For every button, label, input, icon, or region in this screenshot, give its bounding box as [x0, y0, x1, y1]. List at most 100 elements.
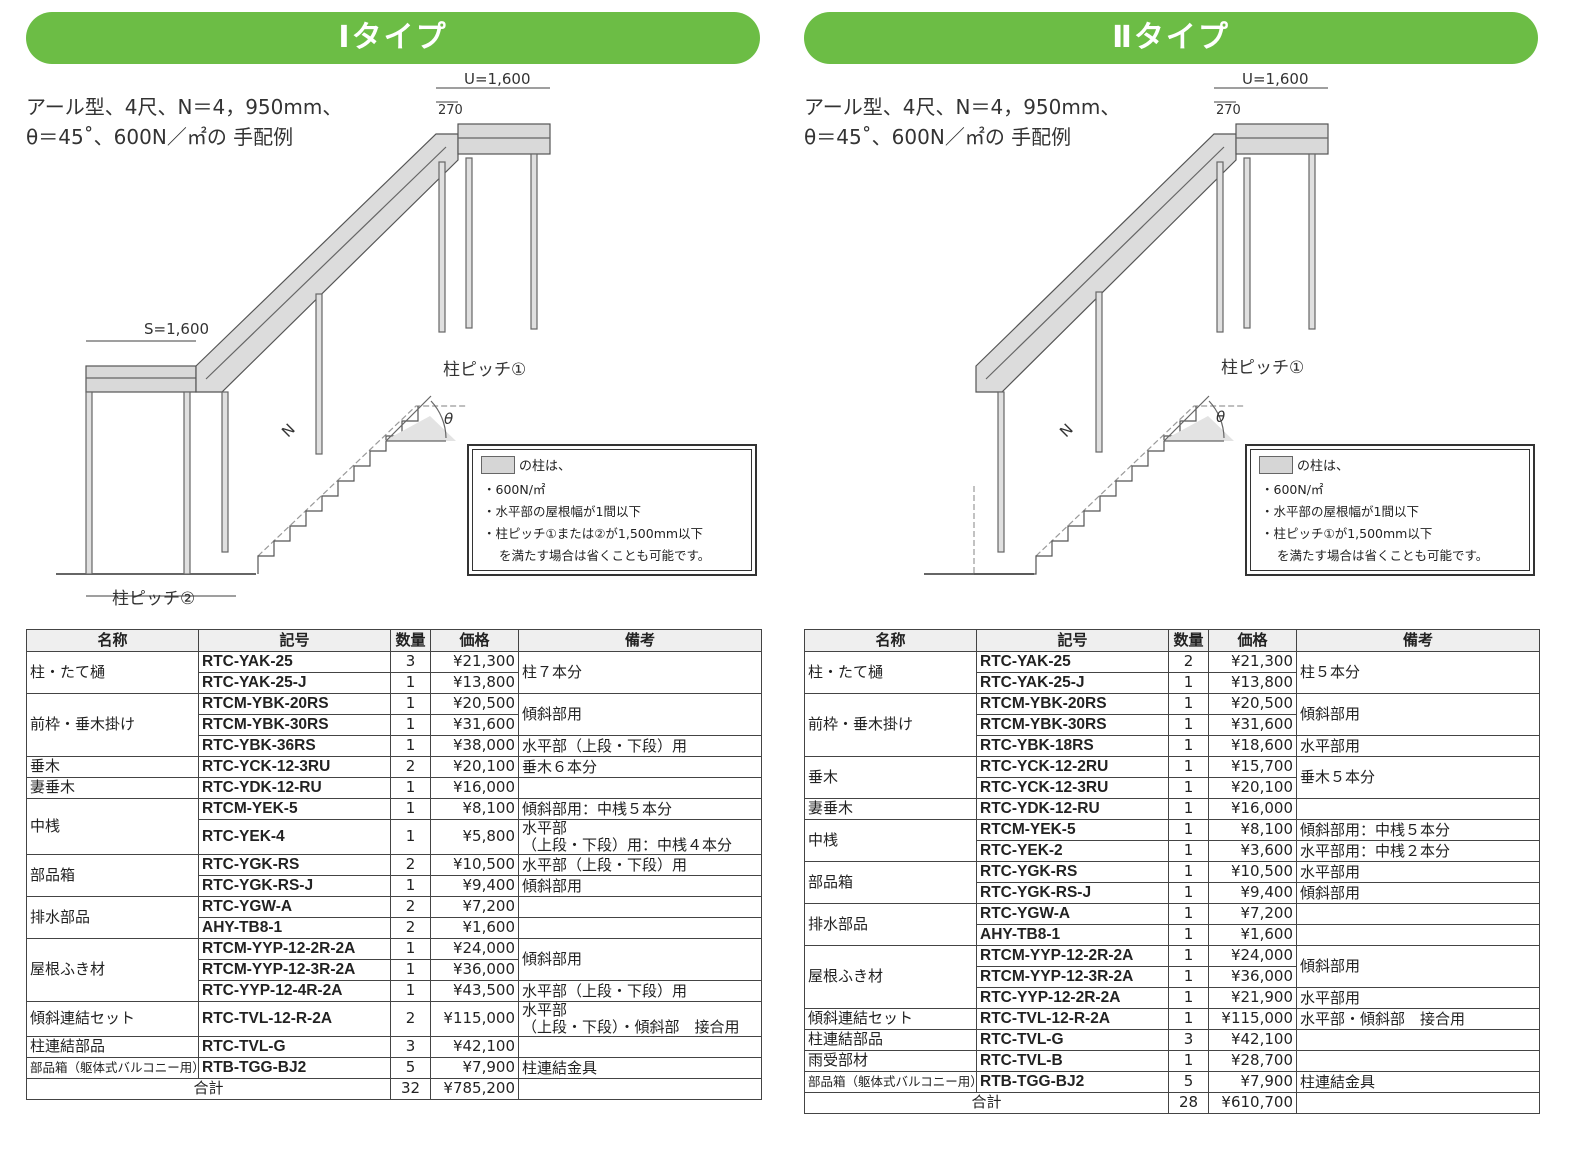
item-remark: 水平部・傾斜部 接合用 — [1296, 1008, 1540, 1030]
item-price: ¥15,700 — [1208, 756, 1297, 778]
item-qty: 3 — [1168, 1029, 1209, 1051]
dim-270-label: 270 — [438, 103, 463, 118]
item-price: ¥9,400 — [430, 875, 519, 897]
item-qty: 1 — [390, 777, 431, 799]
item-qty: 1 — [1168, 903, 1209, 925]
type-2-banner: Ⅱタイプ — [804, 12, 1538, 64]
col-header: 数量 — [390, 629, 431, 652]
item-remark: 水平部（上段・下段）用 — [518, 735, 762, 757]
item-remark: 傾斜部用：中桟５本分 — [518, 798, 762, 820]
item-code: RTC-YDK-12-RU — [198, 777, 391, 799]
caption-line-1: アール型、4尺、N＝4，950mm、 — [804, 95, 1121, 119]
item-qty: 1 — [390, 938, 431, 960]
item-remark: 傾斜部用 — [1296, 882, 1540, 904]
item-code: RTC-YGW-A — [976, 903, 1169, 925]
item-code: RTC-YYP-12-4R-2A — [198, 980, 391, 1002]
column-note-box: の柱は、 ・600N/㎡ ・水平部の屋根幅が1間以下 ・柱ピッチ①または②が1,… — [467, 444, 757, 576]
item-price: ¥7,900 — [1208, 1071, 1297, 1093]
item-price: ¥42,100 — [430, 1036, 519, 1058]
dim-s-label: S=1,600 — [144, 320, 209, 338]
item-price: ¥8,100 — [1208, 819, 1297, 841]
item-code: RTC-YAK-25 — [198, 651, 391, 673]
item-qty: 1 — [1168, 882, 1209, 904]
item-name: 中桟 — [26, 798, 199, 855]
item-name: 柱・たて樋 — [804, 651, 977, 694]
item-remark: 傾斜部用：中桟５本分 — [1296, 819, 1540, 841]
item-code: RTC-YCK-12-3RU — [976, 777, 1169, 799]
item-code: RTC-YDK-12-RU — [976, 798, 1169, 820]
item-code: RTC-YGK-RS-J — [198, 875, 391, 897]
item-price: ¥7,200 — [1208, 903, 1297, 925]
item-qty: 1 — [390, 693, 431, 715]
type-1-panel: Ⅰタイプ アール型、4尺、N＝4，950mm、 θ＝45˚、600N／㎡の 手配… — [26, 0, 766, 1156]
caption-line-1: アール型、4尺、N＝4，950mm、 — [26, 95, 343, 119]
item-code: RTC-YEK-2 — [976, 840, 1169, 862]
note-line: を満たす場合は省くことも可能です。 — [499, 548, 711, 563]
item-name: 柱連結部品 — [26, 1036, 199, 1058]
item-code: RTC-YBK-18RS — [976, 735, 1169, 757]
item-price: ¥38,000 — [430, 735, 519, 757]
item-remark: 傾斜部用 — [1296, 945, 1540, 988]
item-remark — [1296, 1050, 1540, 1072]
item-qty: 1 — [1168, 1050, 1209, 1072]
item-remark: 垂木５本分 — [1296, 756, 1540, 799]
item-code: RTC-TVL-G — [976, 1029, 1169, 1051]
col-header: 備考 — [1296, 629, 1540, 652]
item-remark: 柱７本分 — [518, 651, 762, 694]
item-remark — [1296, 924, 1540, 946]
item-qty: 1 — [1168, 840, 1209, 862]
item-code: RTC-YGK-RS-J — [976, 882, 1169, 904]
item-code: RTC-YGK-RS — [976, 861, 1169, 883]
total-qty: 28 — [1168, 1092, 1209, 1114]
item-code: RTC-YBK-36RS — [198, 735, 391, 757]
item-qty: 1 — [1168, 945, 1209, 967]
col-header: 価格 — [430, 629, 519, 652]
item-name: 屋根ふき材 — [26, 938, 199, 1002]
item-qty: 1 — [1168, 777, 1209, 799]
item-code: RTCM-YEK-5 — [976, 819, 1169, 841]
item-name: 排水部品 — [804, 903, 977, 946]
item-remark — [518, 1036, 762, 1058]
col-header: 記号 — [976, 629, 1169, 652]
item-qty: 3 — [390, 1036, 431, 1058]
item-remark — [518, 777, 762, 799]
item-qty: 1 — [390, 959, 431, 981]
item-remark: 柱連結金具 — [1296, 1071, 1540, 1093]
theta-label: θ — [444, 410, 453, 428]
item-code: RTC-YAK-25-J — [976, 672, 1169, 694]
item-qty: 1 — [1168, 861, 1209, 883]
item-remark: 水平部用：中桟２本分 — [1296, 840, 1540, 862]
column-note-box: の柱は、 ・600N/㎡ ・水平部の屋根幅が1間以下 ・柱ピッチ①が1,500m… — [1245, 444, 1535, 576]
item-name: 垂木 — [26, 756, 199, 778]
item-qty: 1 — [390, 798, 431, 820]
item-code: RTB-TGG-BJ2 — [976, 1071, 1169, 1093]
item-name: 妻垂木 — [804, 798, 977, 820]
caption-line-2: θ＝45˚、600N／㎡の 手配例 — [26, 125, 294, 149]
caption-line-2: θ＝45˚、600N／㎡の 手配例 — [804, 125, 1072, 149]
type-1-banner: Ⅰタイプ — [26, 12, 760, 64]
item-qty: 1 — [1168, 966, 1209, 988]
item-remark: 水平部（上段・下段）用 — [518, 980, 762, 1002]
total-label: 合計 — [804, 1092, 1169, 1114]
item-remark: 水平部（上段・下段）用 — [518, 854, 762, 876]
item-price: ¥24,000 — [430, 938, 519, 960]
item-price: ¥36,000 — [1208, 966, 1297, 988]
item-price: ¥3,600 — [1208, 840, 1297, 862]
